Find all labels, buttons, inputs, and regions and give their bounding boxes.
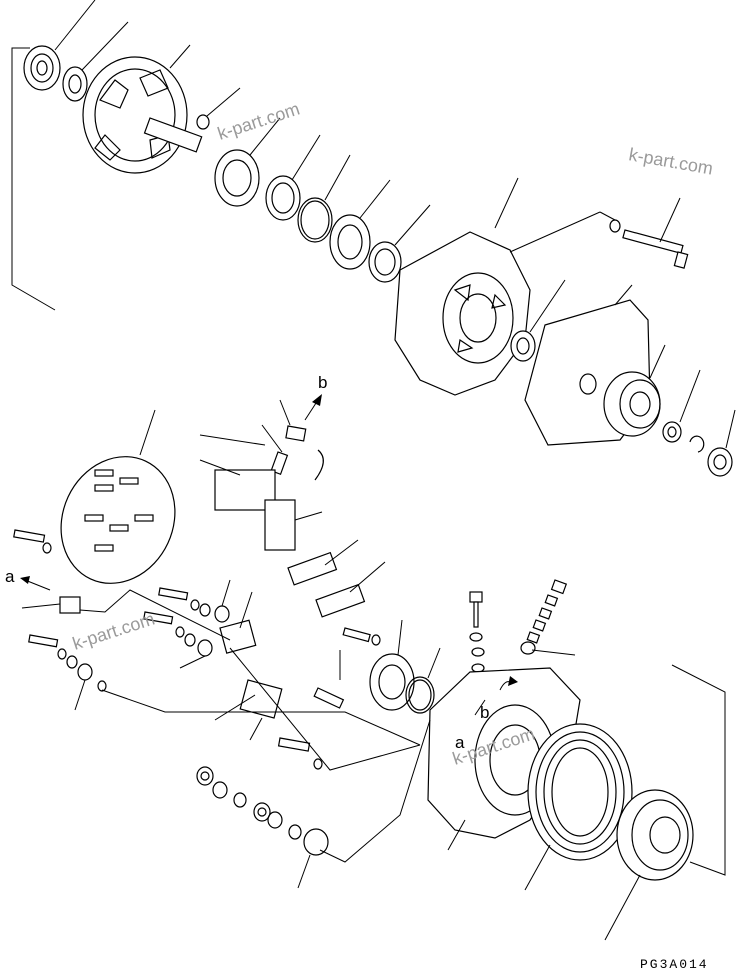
pulley-nut-part: [707, 409, 736, 477]
washer-row-part: [196, 766, 329, 889]
seal-part: [265, 134, 321, 221]
brush-stack-part: [520, 579, 576, 656]
reference-arrow-a-left: [20, 576, 51, 591]
leader-line-lower-left: [101, 689, 421, 746]
insulator-block-part: [21, 596, 81, 614]
center-bolt-part: [313, 627, 381, 709]
spacer-part: [510, 279, 566, 362]
front-housing-part: [394, 177, 616, 396]
lower-bolt-part: [277, 737, 323, 770]
leader-line-bottom: [319, 719, 431, 863]
diode-plate-1-part: [287, 539, 359, 586]
reference-arrow-b-housing: [474, 676, 518, 716]
washer-part: [62, 21, 129, 102]
bearing-holder-part: [369, 619, 415, 711]
drawing-code: PG3A014: [640, 957, 709, 972]
watermark-2: k-part.com: [627, 144, 714, 178]
lower-pulley-part: [604, 789, 694, 941]
callout-label-a-housing: a: [455, 733, 465, 752]
rear-cover-part: [60, 409, 176, 584]
diode-plate-2-part: [315, 561, 386, 618]
terminal-cap-part: [261, 399, 324, 481]
seal-2-part: [368, 204, 431, 283]
bolt-set-left: [13, 529, 231, 711]
through-bolt-part: [609, 197, 689, 269]
terminal-block-part: [214, 679, 283, 741]
o-ring-part: [297, 154, 351, 243]
group-bracket-right: [671, 664, 726, 876]
lock-washer-part: [689, 435, 705, 453]
callout-label-b-housing: b: [480, 703, 489, 722]
stator-part: [524, 723, 633, 891]
small-screw-part: [196, 87, 241, 130]
vertical-bolt-part: [469, 591, 485, 673]
rotor-part: [82, 44, 203, 174]
bearing-2-part: [329, 179, 391, 270]
bracket-plate-part: [219, 591, 257, 654]
callout-label-a-left: a: [5, 567, 15, 586]
o-ring-2-part: [405, 647, 441, 714]
regulator-assembly-part: [199, 434, 323, 551]
bearing-retainer-part: [214, 117, 281, 207]
watermark-1: k-part.com: [215, 99, 302, 144]
pulley-part: [603, 344, 666, 437]
watermark-3: k-part.com: [70, 609, 157, 654]
leader-line-middle: [229, 647, 421, 771]
group-bracket-left: [11, 47, 56, 311]
reference-arrow-b-top: [304, 394, 322, 421]
callout-label-b-top: b: [318, 373, 327, 392]
leader-line-upper: [79, 589, 231, 641]
bearing-part: [23, 0, 96, 91]
pulley-washer-part: [662, 369, 701, 443]
